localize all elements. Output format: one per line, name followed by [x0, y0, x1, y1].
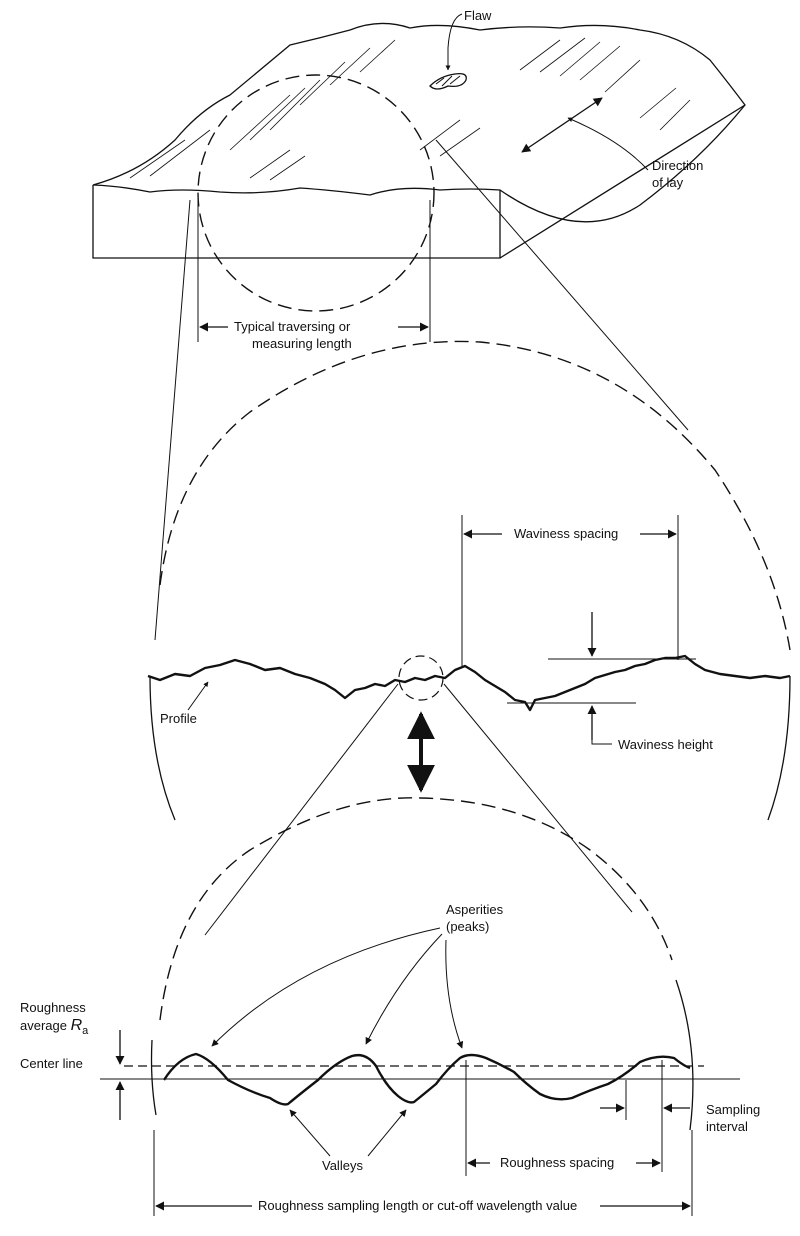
surface-hatch-line: [299, 61, 346, 106]
waviness-profile: [147, 654, 791, 712]
sampling-interval-label-2: interval: [706, 1119, 748, 1134]
surface-hatch-line: [639, 87, 677, 119]
surface-hatch-line: [519, 39, 561, 71]
surface-hatch-line: [229, 94, 291, 151]
traversing-length-label-2: measuring length: [252, 336, 352, 351]
surface-hatch-line: [359, 39, 396, 73]
surface-hatch-line: [249, 149, 291, 179]
flaw-mark: [429, 72, 467, 90]
surface-hatch-line: [269, 79, 321, 131]
roughness-view-arc: [159, 797, 673, 1021]
zoom-circle: [398, 655, 444, 701]
waviness-height-label: Waviness height: [618, 737, 713, 752]
flaw-leader: [445, 13, 463, 71]
measuring-circle: [197, 74, 435, 312]
surface-hatch-line: [659, 99, 691, 131]
surface-hatch-line: [329, 47, 371, 86]
asperities-label: Asperities: [446, 902, 504, 917]
direction-of-lay-label: Direction: [652, 158, 703, 173]
direction-of-lay-leader: [567, 117, 649, 171]
valleys-label: Valleys: [322, 1158, 363, 1173]
surface-hatch-line: [269, 155, 306, 181]
direction-of-lay-label-2: of lay: [652, 175, 684, 190]
roughness-spacing-label: Roughness spacing: [500, 1155, 614, 1170]
roughness-average-label-2: average Ra: [20, 1017, 89, 1037]
waviness-view-arc: [159, 340, 791, 651]
lay-direction-arrow: [521, 97, 603, 153]
surface-hatch-line: [129, 139, 186, 179]
profile-label: Profile: [160, 711, 197, 726]
surface-block: [92, 22, 746, 259]
surface-hatch-line: [579, 45, 621, 81]
surface-hatch-line: [559, 41, 601, 77]
roughness-profile: [162, 1052, 691, 1106]
traversing-length-label: Typical traversing or: [234, 319, 351, 334]
asperities-label-2: (peaks): [446, 919, 489, 934]
surface-hatch-line: [539, 37, 586, 73]
flaw-label: Flaw: [464, 8, 492, 23]
sampling-interval-label: Sampling: [706, 1102, 760, 1117]
surface-hatch-line: [249, 87, 306, 141]
center-line-label: Center line: [20, 1056, 83, 1071]
surface-hatch-line: [439, 127, 481, 157]
surface-hatch-line: [604, 59, 641, 93]
surface-hatch-line: [419, 119, 461, 151]
waviness-spacing-label: Waviness spacing: [514, 526, 618, 541]
surface-hatch-line: [149, 129, 211, 177]
sampling-length-label: Roughness sampling length or cut-off wav…: [258, 1198, 577, 1213]
roughness-average-label: Roughness: [20, 1000, 86, 1015]
